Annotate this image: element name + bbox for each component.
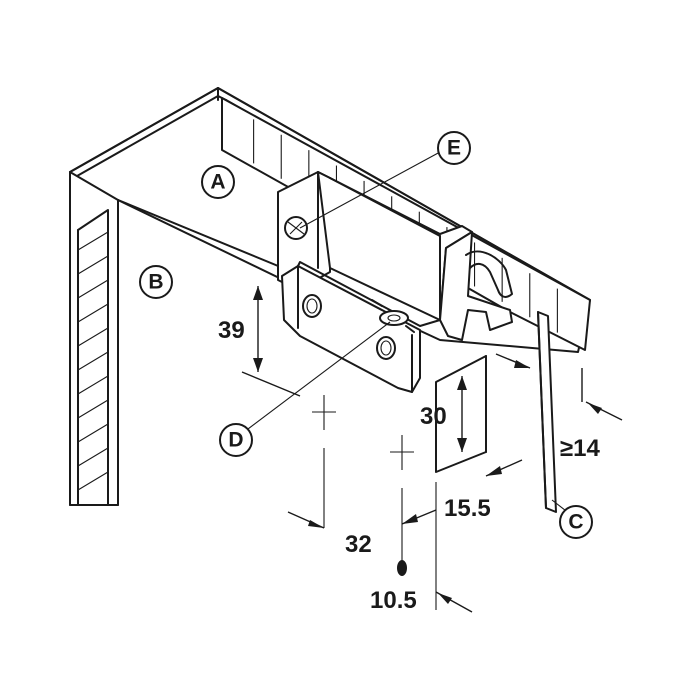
svg-text:B: B bbox=[148, 271, 163, 294]
dim-30 bbox=[457, 376, 467, 452]
dim-14 bbox=[495, 353, 623, 421]
hatch-cell-line bbox=[77, 471, 109, 491]
dim-10-5 bbox=[397, 560, 473, 613]
svg-text:C: C bbox=[568, 511, 583, 534]
hatch-cell-line bbox=[77, 375, 109, 395]
dim-39-label: 39 bbox=[218, 317, 245, 344]
hatch-cell-line bbox=[77, 447, 109, 467]
dim-32-label: 32 bbox=[345, 531, 372, 558]
callout-E: E bbox=[437, 131, 471, 165]
dim-15-5 bbox=[485, 459, 523, 477]
callout-C: C bbox=[559, 505, 593, 539]
hatch-cell-line bbox=[77, 279, 109, 299]
svg-text:A: A bbox=[210, 171, 225, 194]
dim-39 bbox=[241, 286, 301, 397]
dim-30-label: 30 bbox=[420, 403, 447, 430]
hatch-cell-line bbox=[77, 351, 109, 371]
hatch-cell-line bbox=[77, 231, 109, 251]
svg-text:D: D bbox=[228, 429, 243, 452]
side-panel bbox=[69, 171, 119, 506]
dim-14-label: ≥14 bbox=[560, 435, 601, 462]
dim-32 bbox=[287, 509, 437, 529]
callout-B: B bbox=[139, 265, 173, 299]
callout-A: A bbox=[201, 165, 235, 199]
hatch-cell-line bbox=[77, 399, 109, 419]
hatch-cell-line bbox=[77, 303, 109, 323]
center-lines bbox=[312, 395, 437, 610]
callout-D: D bbox=[219, 423, 253, 457]
inner-corner-edge bbox=[117, 199, 301, 289]
door-panel bbox=[537, 311, 557, 513]
mounting-plate bbox=[435, 355, 487, 473]
dim-10-5-label: 10.5 bbox=[370, 587, 417, 614]
hinge-bracket bbox=[277, 171, 513, 393]
hatch-cell-line bbox=[77, 327, 109, 347]
hatch-cell-line bbox=[77, 423, 109, 443]
svg-text:E: E bbox=[447, 137, 461, 160]
hatch-cell-line bbox=[77, 255, 109, 275]
dim-15-5-label: 15.5 bbox=[444, 495, 491, 522]
